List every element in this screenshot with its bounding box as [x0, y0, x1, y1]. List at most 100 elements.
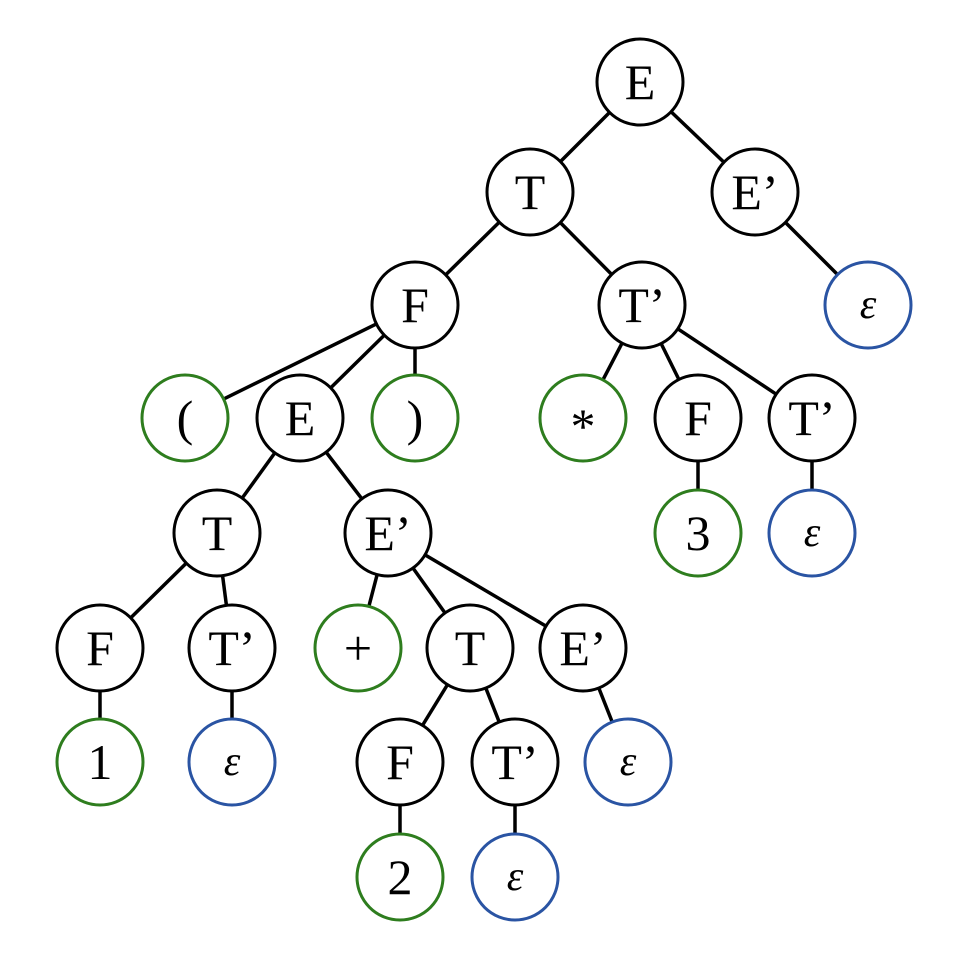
node-label: F — [386, 734, 414, 790]
node-label: T’ — [788, 390, 835, 446]
tree-node-terminal: 3 — [653, 488, 743, 578]
node-label: E — [285, 390, 316, 446]
tree-node-nonterminal: T’ — [597, 260, 687, 350]
node-label: T — [455, 620, 486, 676]
node-label: 2 — [388, 849, 413, 905]
tree-edge — [559, 221, 613, 276]
node-label: T — [515, 164, 546, 220]
node-label: ε — [507, 854, 524, 900]
tree-edge — [676, 327, 778, 396]
tree-edge — [324, 451, 364, 500]
node-label: E’ — [559, 620, 606, 676]
node-circle — [370, 260, 460, 350]
tree-edge — [597, 687, 614, 723]
node-label: ( — [177, 390, 194, 446]
tree-node-nonterminal: E — [595, 37, 685, 127]
tree-node-nonterminal: T’ — [767, 373, 857, 463]
node-label: ) — [407, 390, 424, 446]
tree-node-nonterminal: F — [355, 717, 445, 807]
tree-node-nonterminal: F — [653, 373, 743, 463]
tree-edge — [329, 333, 386, 390]
tree-node-nonterminal: E’ — [710, 147, 800, 237]
tree-edge — [424, 553, 547, 628]
tree-node-nonterminal: E — [255, 373, 345, 463]
node-label: F — [684, 390, 712, 446]
tree-edge — [421, 683, 449, 727]
node-circle — [370, 373, 460, 463]
tree-edge — [559, 111, 611, 163]
node-label: F — [401, 277, 429, 333]
node-circle — [140, 373, 230, 463]
tree-edge — [484, 687, 501, 723]
tree-node-epsilon: ε — [470, 832, 560, 922]
tree-edge — [444, 220, 501, 277]
node-label: ε — [860, 282, 877, 328]
node-circle — [187, 717, 277, 807]
tree-edge — [659, 342, 681, 381]
tree-edge — [220, 575, 229, 606]
node-circle — [355, 717, 445, 807]
tree-edge — [367, 574, 379, 607]
node-circle — [313, 603, 403, 693]
tree-node-epsilon: ε — [187, 717, 277, 807]
node-circle — [767, 488, 857, 578]
tree-edge — [411, 566, 447, 615]
tree-node-terminal: 1 — [55, 717, 145, 807]
tree-node-epsilon: ε — [767, 488, 857, 578]
node-circle — [583, 717, 673, 807]
tree-node-nonterminal: T — [485, 147, 575, 237]
node-label: * — [571, 398, 596, 454]
tree-node-nonterminal: E’ — [343, 488, 433, 578]
node-circle — [653, 488, 743, 578]
node-label: ε — [224, 739, 241, 785]
tree-node-nonterminal: T — [172, 488, 262, 578]
node-circle — [767, 373, 857, 463]
node-circle — [470, 832, 560, 922]
node-label: F — [86, 620, 114, 676]
node-label: T’ — [618, 277, 665, 333]
node-circle — [538, 603, 628, 693]
node-circle — [653, 373, 743, 463]
node-label: T’ — [491, 734, 538, 790]
tree-edge — [129, 561, 188, 620]
node-label: + — [344, 620, 372, 676]
node-circle — [55, 717, 145, 807]
node-circle — [343, 488, 433, 578]
node-label: ε — [804, 510, 821, 556]
tree-edge — [222, 322, 378, 401]
tree-node-nonterminal: E’ — [538, 603, 628, 693]
tree-node-terminal: * — [538, 373, 628, 463]
tree-node-nonterminal: F — [55, 603, 145, 693]
tree-node-terminal: + — [313, 603, 403, 693]
node-label: E’ — [731, 164, 778, 220]
tree-node-nonterminal: T — [425, 603, 515, 693]
node-label: E’ — [364, 505, 411, 561]
node-circle — [823, 260, 913, 350]
node-circle — [255, 373, 345, 463]
node-circle — [595, 37, 685, 127]
node-label: ε — [620, 739, 637, 785]
node-label: 3 — [686, 505, 711, 561]
tree-node-terminal: 2 — [355, 832, 445, 922]
node-circle — [172, 488, 262, 578]
node-circle — [485, 147, 575, 237]
tree-node-epsilon: ε — [823, 260, 913, 350]
node-circle — [710, 147, 800, 237]
node-circle — [55, 603, 145, 693]
node-label: T — [202, 505, 233, 561]
node-label: E — [625, 54, 656, 110]
node-label: 1 — [88, 734, 113, 790]
tree-node-nonterminal: T’ — [470, 717, 560, 807]
tree-edge — [669, 110, 726, 164]
tree-edge — [784, 221, 839, 276]
node-circle — [597, 260, 687, 350]
node-label: T’ — [208, 620, 255, 676]
tree-node-epsilon: ε — [583, 717, 673, 807]
tree-edge — [601, 342, 624, 381]
node-circle — [187, 603, 277, 693]
tree-node-nonterminal: T’ — [187, 603, 277, 693]
tree-node-terminal: ( — [140, 373, 230, 463]
node-circle — [538, 373, 628, 463]
